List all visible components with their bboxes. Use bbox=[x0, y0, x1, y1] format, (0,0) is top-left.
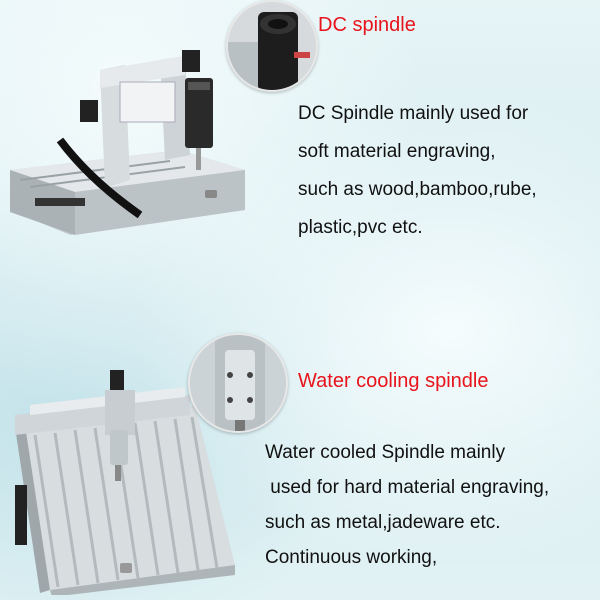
description-line: plastic,pvc etc. bbox=[298, 217, 423, 238]
description-line: Water cooled Spindle mainly bbox=[265, 442, 506, 463]
description-line: DC Spindle mainly used for bbox=[298, 103, 529, 124]
dc-spindle-closeup-image bbox=[226, 0, 318, 92]
cnc-machine-water-cooled-image bbox=[15, 370, 235, 595]
water-cooling-spindle-description: Water cooled Spindle mainly used for har… bbox=[265, 435, 549, 575]
water-cooled-spindle-closeup-image bbox=[188, 333, 288, 433]
water-cooling-spindle-title: Water cooling spindle bbox=[298, 370, 489, 392]
description-line: Continuous working, bbox=[265, 547, 438, 568]
description-line: such as wood,bamboo,rube, bbox=[298, 179, 537, 200]
description-line: such as metal,jadeware etc. bbox=[265, 512, 501, 533]
description-line: used for hard material engraving, bbox=[265, 477, 550, 498]
cnc-machine-dc-image bbox=[10, 50, 245, 235]
description-line: soft material engraving, bbox=[298, 141, 496, 162]
dc-spindle-title: DC spindle bbox=[318, 14, 416, 36]
dc-spindle-description: DC Spindle mainly used for soft material… bbox=[298, 95, 537, 247]
